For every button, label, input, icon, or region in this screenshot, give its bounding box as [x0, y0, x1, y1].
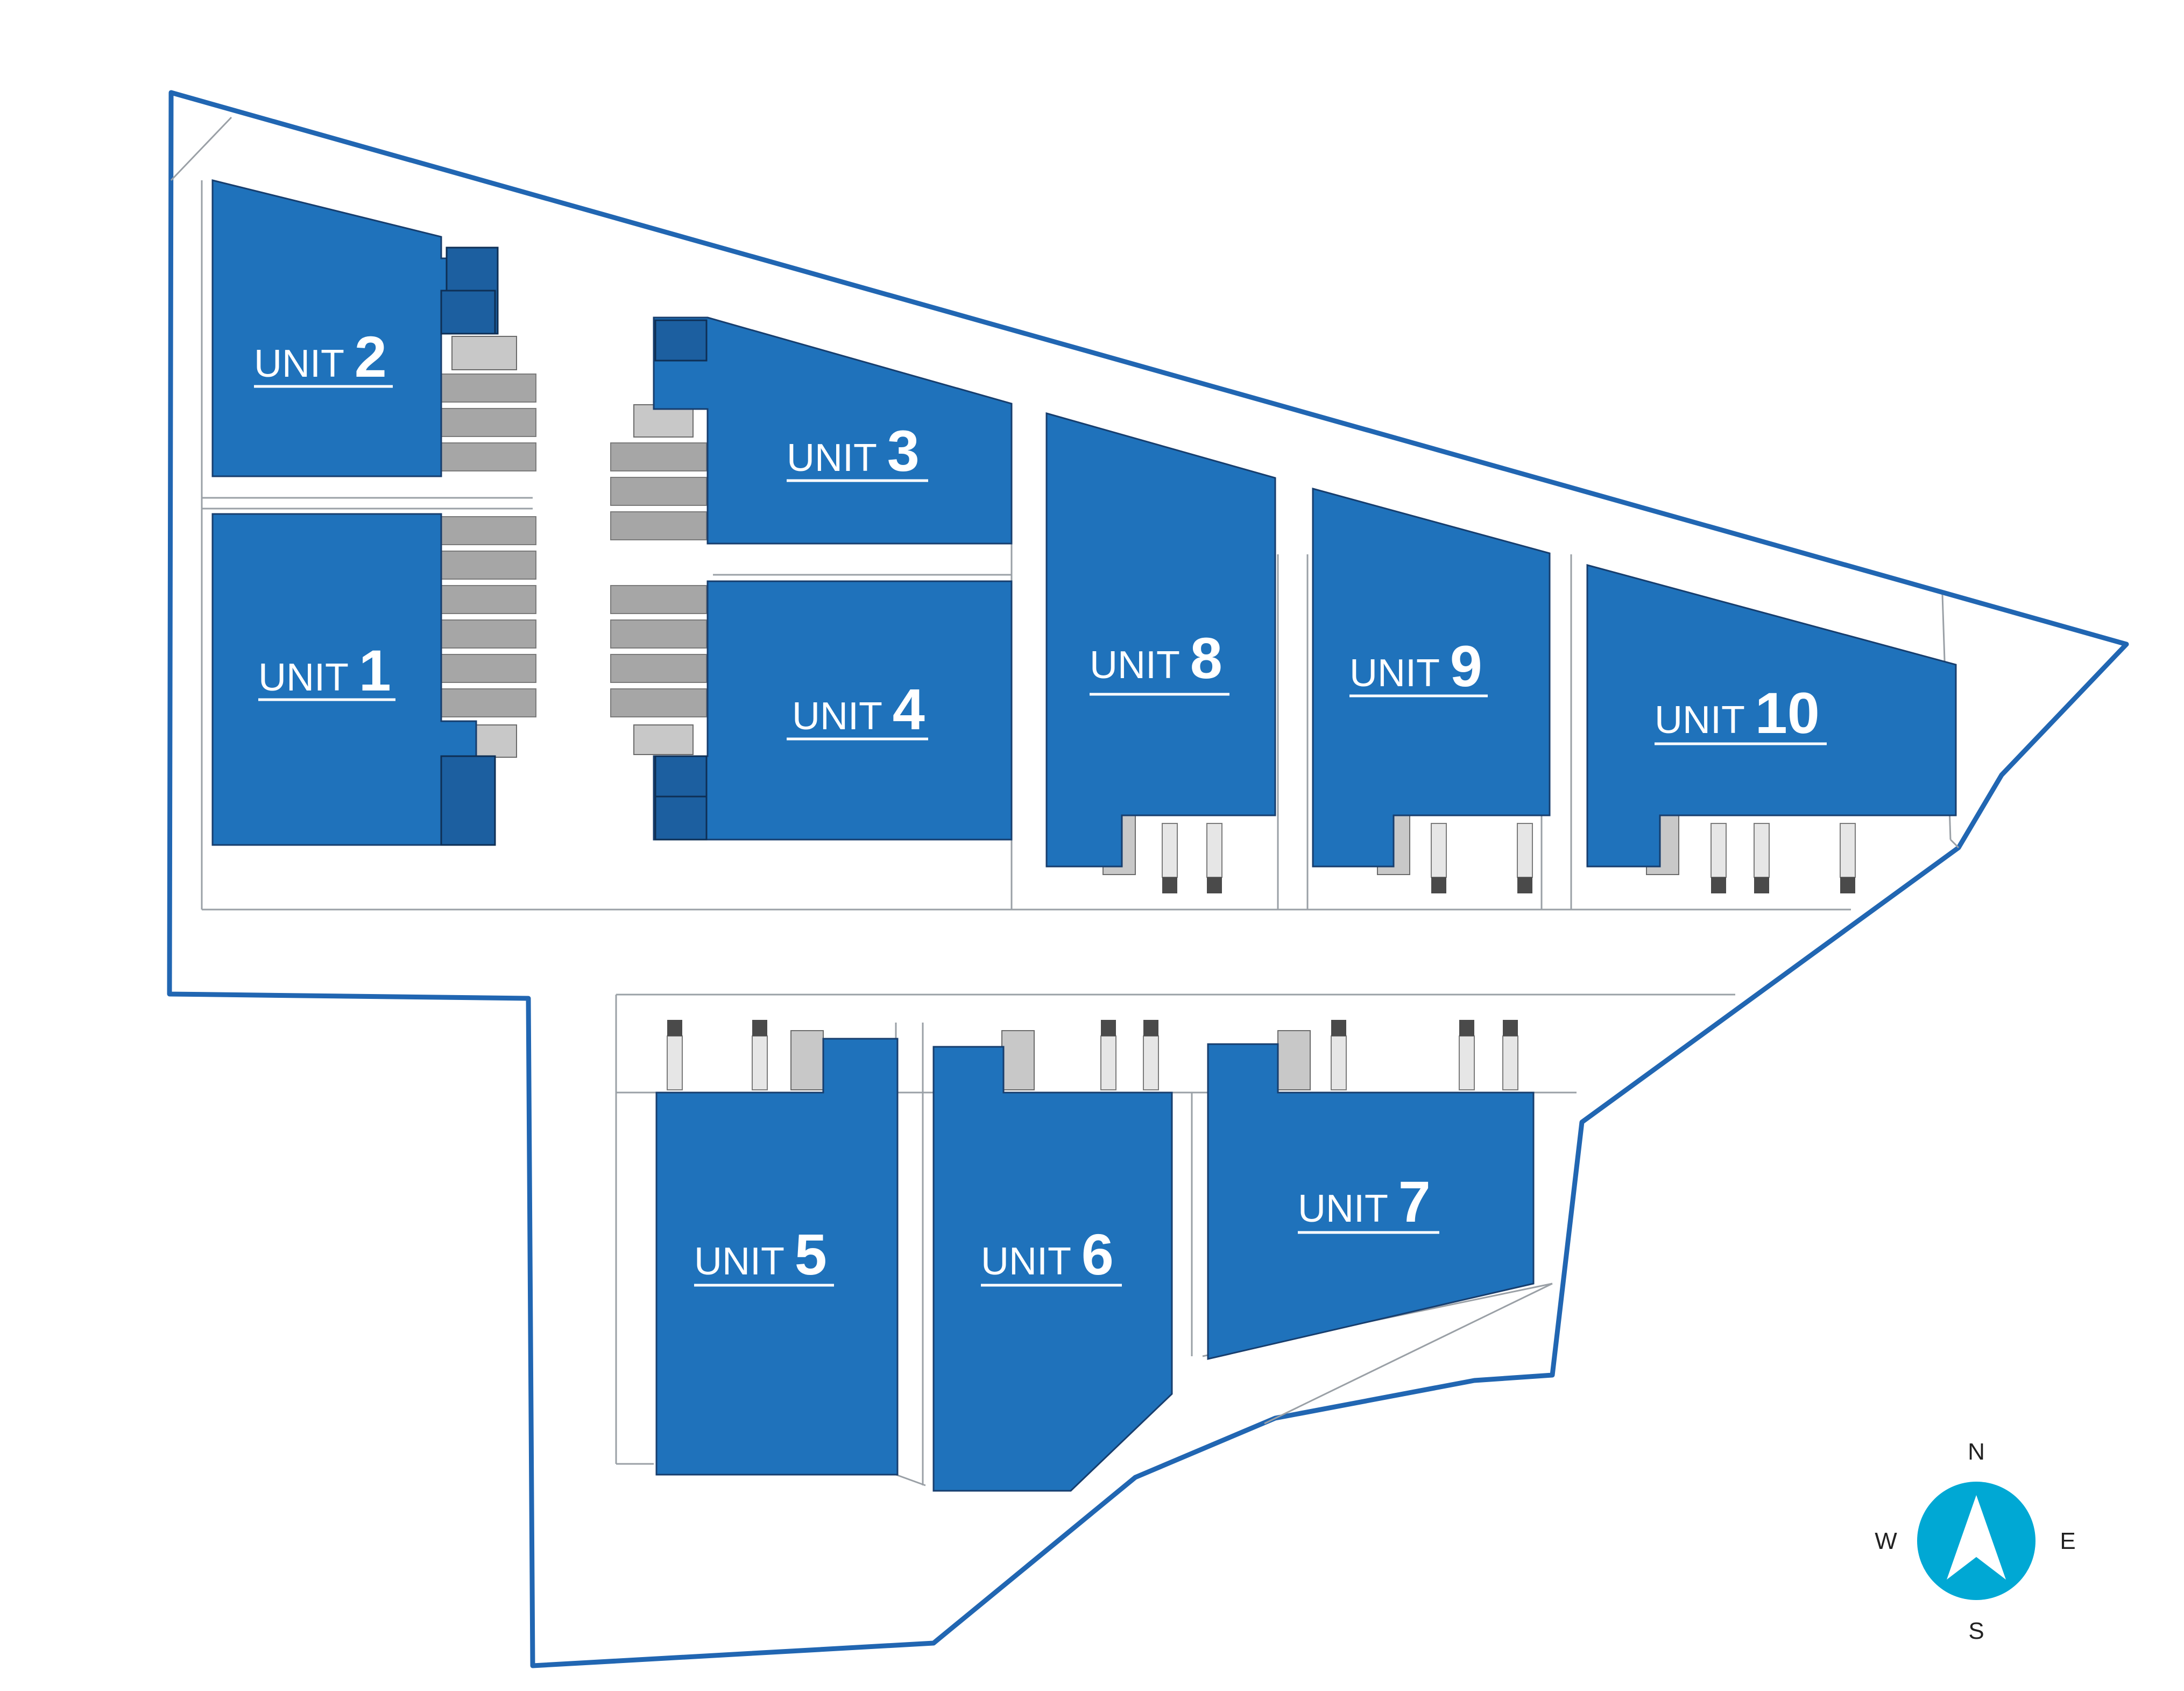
- svg-text:UNIT 1: UNIT 1: [258, 638, 391, 703]
- unit-label-7[interactable]: UNIT 7: [1298, 1169, 1439, 1234]
- unit-buildings: [211, 179, 1957, 1492]
- unit-label-10[interactable]: UNIT 10: [1655, 680, 1827, 745]
- unit-5-building: [655, 1038, 899, 1476]
- unit-1-building: [211, 513, 477, 846]
- unit-7-building: [1207, 1043, 1535, 1360]
- svg-text:UNIT 9: UNIT 9: [1349, 633, 1482, 699]
- truck-cabs: [667, 877, 1855, 1036]
- svg-text:UNIT 7: UNIT 7: [1298, 1169, 1431, 1234]
- dock-bays: [440, 374, 707, 717]
- compass-west: W: [1875, 1528, 1897, 1554]
- unit-6-building: [932, 1046, 1173, 1492]
- unit-4-building: [653, 580, 1013, 841]
- unit-label-4[interactable]: UNIT 4: [787, 677, 928, 742]
- unit-10-building: [1586, 564, 1957, 868]
- unit-label-1[interactable]: UNIT 1: [258, 638, 395, 703]
- svg-text:UNIT 6: UNIT 6: [981, 1222, 1114, 1287]
- unit-label-3[interactable]: UNIT 3: [787, 418, 928, 483]
- svg-text:UNIT 5: UNIT 5: [694, 1222, 827, 1287]
- office-blocks: [440, 246, 708, 846]
- unit-label-2[interactable]: UNIT 2: [254, 324, 393, 389]
- svg-text:UNIT 3: UNIT 3: [787, 418, 920, 483]
- north-arrow-icon: [1947, 1495, 2006, 1580]
- compass-east: E: [2060, 1528, 2075, 1554]
- unit-3-building: [653, 316, 1013, 545]
- unit-label-8[interactable]: UNIT 8: [1090, 625, 1229, 696]
- svg-text:UNIT 2: UNIT 2: [254, 324, 387, 389]
- svg-text:UNIT 10: UNIT 10: [1655, 680, 1820, 745]
- unit-9-building: [1312, 488, 1551, 868]
- unit-label-5[interactable]: UNIT 5: [694, 1222, 834, 1287]
- compass-north: N: [1968, 1439, 1985, 1465]
- svg-text:UNIT 8: UNIT 8: [1090, 625, 1222, 691]
- unit-label-9[interactable]: UNIT 9: [1349, 633, 1488, 699]
- unit-8-building: [1045, 412, 1276, 868]
- compass: N S W E: [1875, 1439, 2075, 1644]
- unit-label-6[interactable]: UNIT 6: [981, 1222, 1122, 1287]
- svg-text:UNIT 4: UNIT 4: [792, 677, 925, 742]
- compass-south: S: [1968, 1618, 1984, 1644]
